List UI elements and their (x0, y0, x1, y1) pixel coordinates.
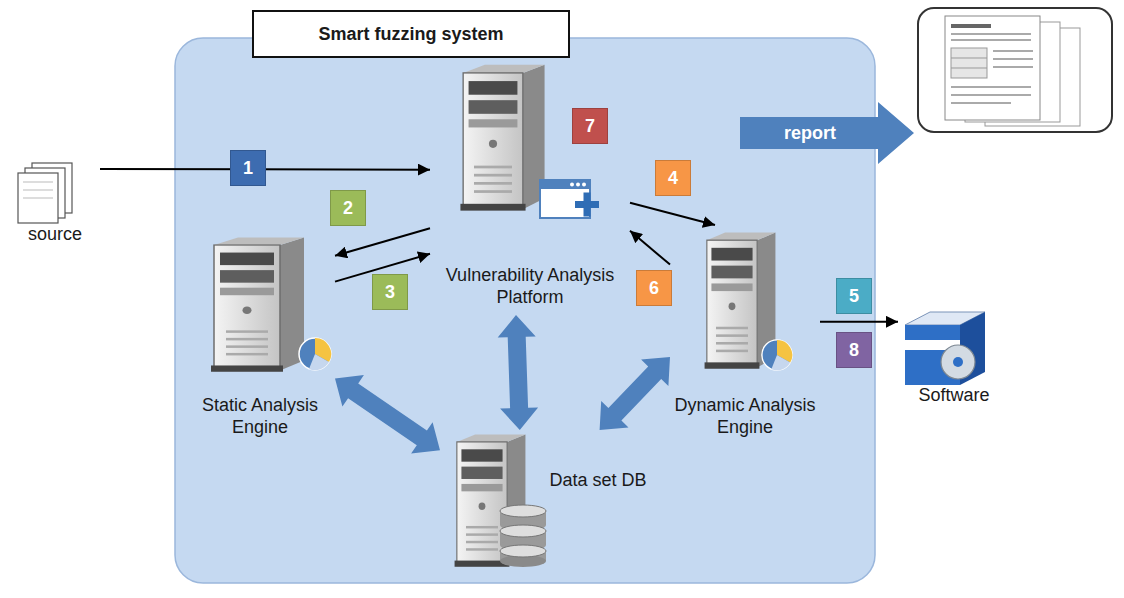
software-package: Software (898, 305, 1010, 410)
callout-number: 4 (655, 160, 691, 196)
node-label: source (10, 224, 100, 246)
node-label: Data set DB (546, 470, 650, 492)
source-files: source (10, 160, 100, 250)
flow-arrow (820, 321, 898, 323)
dynamic-engine: Dynamic Analysis Engine (670, 225, 820, 445)
arrow-label: report (749, 121, 871, 145)
double-block-arrow (335, 375, 440, 453)
callout-number: 8 (836, 332, 872, 368)
callout-number: 2 (330, 190, 366, 226)
callout-number: 7 (572, 108, 608, 144)
node-label: Vulnerability Analysis Platform (430, 265, 630, 308)
callout-number: 6 (636, 270, 672, 306)
static-engine: Static Analysis Engine (185, 230, 335, 445)
region-title: Smart fuzzing system (252, 10, 570, 58)
flow-arrow (335, 228, 430, 256)
node-label: Dynamic Analysis Engine (670, 395, 820, 438)
node-label: Static Analysis Engine (185, 395, 335, 438)
node-label: Software (898, 385, 1010, 407)
platform-server: Vulnerability Analysis Platform (430, 60, 630, 315)
flow-arrow (630, 231, 670, 265)
callout-number: 1 (230, 150, 266, 186)
system-region: Smart fuzzing systemVulnerability Analys… (175, 38, 875, 583)
database-server: Data set DB (440, 430, 650, 575)
double-block-arrow (498, 315, 538, 430)
callout-number: 3 (372, 274, 408, 310)
double-block-arrow (600, 357, 670, 430)
flow-arrow (630, 203, 715, 225)
callout-number: 5 (836, 278, 872, 314)
